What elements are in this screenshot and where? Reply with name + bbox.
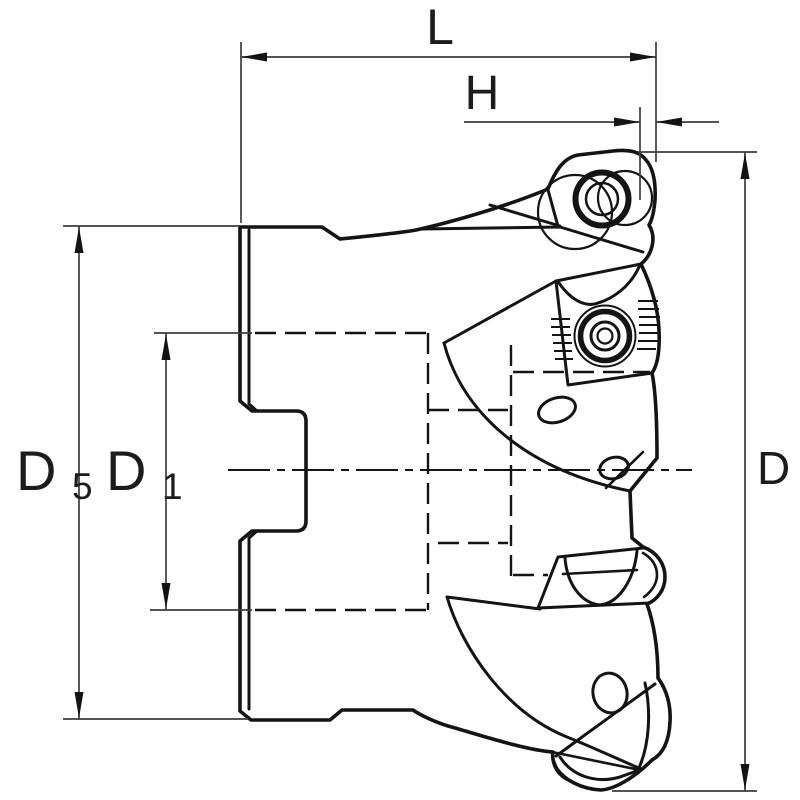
D5-arrow-up (74, 227, 84, 253)
L-arrow-left (241, 52, 267, 62)
label-D5: D 5 (16, 439, 93, 507)
middle-pocket-left-edge (554, 279, 654, 387)
coolant-hole-upper (537, 395, 577, 425)
middle-insert-v-edge (557, 265, 641, 306)
H-arrow-left (614, 117, 640, 127)
bottom-insert-assembly (445, 595, 657, 783)
label-L: L (426, 0, 454, 55)
D1-arrow-up (161, 334, 171, 360)
dimension-D1: D 1 (106, 332, 252, 611)
clamp-hump-inner-line (546, 188, 560, 228)
dimension-D: D (612, 151, 790, 792)
dimension-L: L (240, 0, 657, 223)
bottom-screw-hole (591, 671, 629, 715)
label-D: D (757, 442, 790, 494)
top-screw-head-ring (572, 169, 632, 229)
middle-screw-center-ring (596, 327, 614, 345)
front-face-edge-line (418, 225, 645, 254)
coolant-hole-lower (598, 455, 630, 481)
side-insert-chord (561, 568, 639, 576)
back-face-inner-line (247, 228, 259, 711)
D-arrow-down (740, 764, 750, 790)
middle-pocket-top-edge (554, 262, 643, 283)
label-D1-main: D (106, 439, 146, 502)
bottom-seat-diagonal (554, 682, 657, 758)
label-D5-main: D (16, 439, 56, 502)
H-arrow-right (656, 117, 682, 127)
middle-screw-socket-ring (589, 320, 621, 352)
D-arrow-up (740, 153, 750, 179)
label-D1-sub: 1 (162, 466, 183, 507)
side-insert-assembly (536, 546, 659, 610)
top-insert-edge-circle (596, 169, 654, 227)
bottom-insert-chord (550, 750, 642, 772)
top-screw-socket (584, 181, 620, 217)
gash1-top-line (442, 279, 558, 345)
bottom-insert-inner-arc (558, 755, 642, 781)
label-D5-sub: 5 (72, 466, 93, 507)
bottom-insert-right-arc (636, 681, 651, 772)
middle-insert-assembly (442, 262, 660, 493)
gash2-arc (445, 595, 643, 771)
dimension-H: H (464, 67, 719, 200)
hidden-bore-lines (255, 331, 650, 612)
D1-arrow-down (161, 583, 171, 609)
body-outline-path (238, 148, 672, 792)
D5-arrow-down (74, 692, 84, 718)
gash1-arc (442, 341, 632, 493)
label-H: H (465, 67, 500, 120)
top-insert-assembly (488, 169, 654, 251)
pocket-relief-line (604, 450, 645, 490)
L-arrow-right (630, 52, 656, 62)
side-seat-bottom-edge (536, 601, 652, 610)
clamp-wedge-line (488, 203, 562, 228)
bottom-insert-left-arc (551, 750, 572, 783)
dimension-D5: D 5 (16, 225, 248, 720)
middle-screw-outer-circle (573, 304, 637, 368)
side-insert-arc (563, 549, 639, 607)
gash2-top-line (445, 595, 542, 611)
cutter-body (238, 148, 672, 792)
side-seat-left-edge (536, 546, 645, 610)
middle-screw-head-ring (577, 308, 633, 364)
label-D1: D 1 (106, 439, 183, 507)
side-insert-inner-arc (641, 551, 659, 599)
